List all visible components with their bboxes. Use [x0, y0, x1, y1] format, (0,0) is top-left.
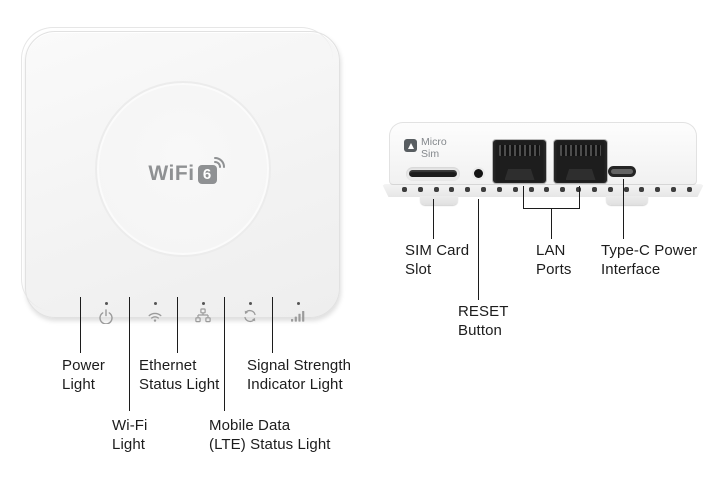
ethernet-indicator	[195, 302, 211, 330]
lan-ports-label: LAN Ports	[536, 242, 572, 278]
power-light-label: Power Light	[62, 357, 106, 393]
vent-slot	[402, 187, 407, 192]
vent-slot	[417, 187, 423, 192]
vent-slot	[623, 187, 629, 192]
mobile-data-indicator	[242, 302, 258, 330]
vent-slot	[512, 187, 518, 192]
wifi-callout-line	[129, 297, 130, 411]
wifi-light-label: Wi-Fi Light	[112, 417, 148, 453]
vent-slot	[591, 187, 597, 192]
micro-sim-icon	[404, 139, 417, 152]
vent-row	[402, 187, 692, 192]
signal-strength-led-dot	[296, 302, 300, 305]
reset-button-label: RESET Button	[458, 303, 509, 339]
sim-slot-callout-line	[433, 199, 434, 239]
power-icon	[98, 308, 114, 324]
vent-slot	[433, 187, 439, 192]
reset-callout-line	[478, 199, 479, 300]
sim-card-slot	[409, 170, 457, 177]
signal-strength-label: Signal Strength Indicator Light	[247, 357, 352, 393]
wifi6-logo-badge-digit: 6	[202, 165, 212, 183]
wifi-icon	[147, 308, 163, 324]
power-led-dot	[104, 302, 108, 305]
signal-callout-line	[272, 297, 273, 353]
ethernet-status-light-label: Ethernet Status Light	[139, 357, 220, 393]
lan-port-1-pins	[499, 145, 540, 156]
sim-card-slot-label: SIM Card Slot	[405, 242, 470, 278]
signal-strength-indicator	[290, 302, 306, 330]
vent-slot	[496, 187, 502, 192]
lan-port-1	[493, 140, 546, 183]
vent-slot	[560, 187, 566, 192]
front-circle-emboss	[95, 81, 271, 257]
lan-port-1-notch	[504, 169, 535, 180]
lan-bracket-center-line	[551, 208, 552, 239]
mobile-data-status-light-label: Mobile Data (LTE) Status Light	[209, 417, 331, 453]
type-c-callout-line	[623, 179, 624, 239]
vent-slot	[671, 187, 677, 192]
mobile-data-icon	[242, 308, 258, 324]
lan-port-2-pins	[560, 145, 601, 156]
wifi-indicator	[147, 302, 163, 330]
reset-button	[474, 169, 483, 178]
wifi-led-dot	[153, 302, 157, 305]
lan-bracket-left-line	[523, 186, 524, 209]
mobile-data-led-dot	[248, 302, 252, 305]
lan-port-2	[554, 140, 607, 183]
vent-slot	[544, 187, 550, 192]
vent-slot	[655, 187, 661, 192]
router-foot-left	[420, 196, 458, 205]
wifi6-logo-text: WiFi	[148, 162, 195, 185]
wifi6-logo-badge: 6	[197, 156, 225, 184]
wifi-waves-icon	[213, 154, 228, 168]
power-indicator	[98, 302, 114, 330]
vent-slot	[449, 187, 455, 192]
ethernet-icon	[195, 308, 211, 324]
vent-slot	[576, 187, 582, 192]
lan-bracket-right-line	[579, 186, 580, 209]
lan-port-2-notch	[565, 169, 596, 180]
type-c-power-label: Type-C Power Interface	[601, 242, 698, 278]
vent-slot	[465, 187, 471, 192]
vent-slot	[607, 187, 613, 192]
mobile-data-callout-line	[224, 297, 225, 411]
router-front-face: WiFi 6	[21, 27, 340, 324]
wifi6-logo: WiFi 6	[26, 156, 339, 185]
vent-slot	[686, 187, 692, 192]
vent-slot	[639, 187, 645, 192]
type-c-port	[608, 166, 636, 177]
ethernet-led-dot	[201, 302, 205, 305]
router-foot-right	[606, 196, 648, 205]
vent-slot	[528, 187, 534, 192]
ethernet-callout-line	[177, 297, 178, 353]
power-callout-line	[80, 297, 81, 353]
signal-strength-icon	[290, 308, 306, 324]
vent-slot	[481, 187, 487, 192]
micro-sim-marking: Micro Sim	[421, 136, 447, 160]
